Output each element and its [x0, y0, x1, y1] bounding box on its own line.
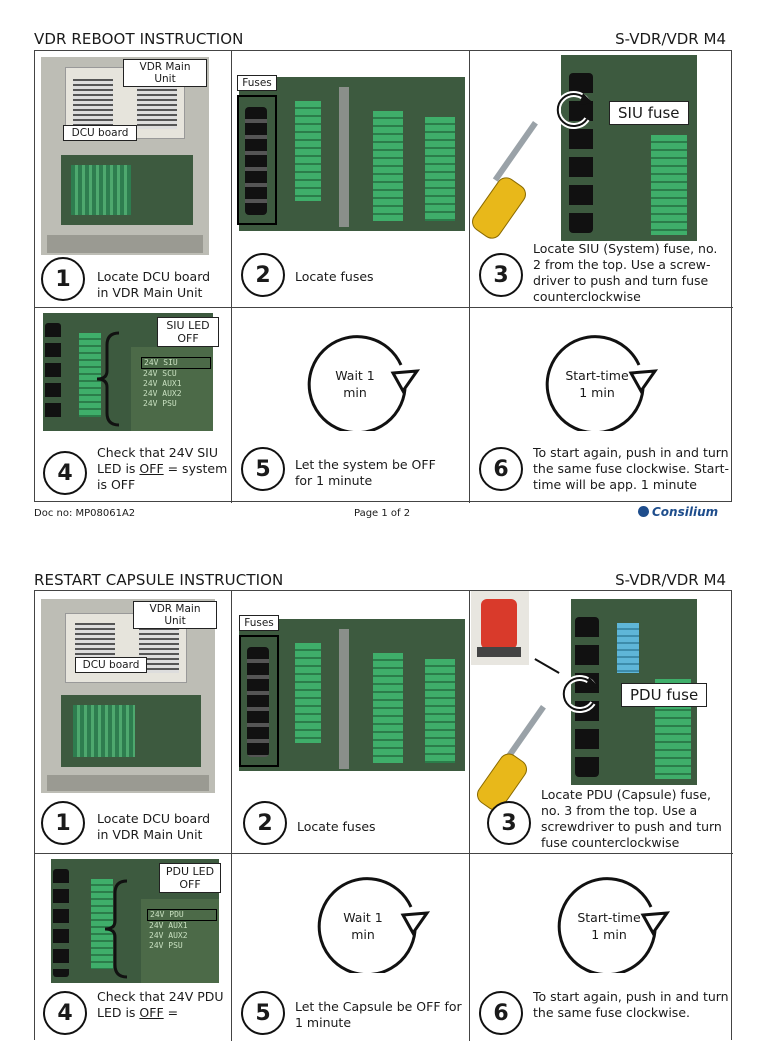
siu-led-callout: SIU LED OFF: [157, 317, 219, 347]
step-6-text-2: To start again, push in and turn the sam…: [533, 989, 729, 1020]
step-6-number: 6: [479, 447, 523, 491]
step-2-text: Locate fuses: [295, 269, 374, 284]
dcu-board-callout: DCU board: [63, 125, 137, 141]
screwdriver-icon: [468, 111, 581, 243]
doc-number: Doc no: MP08061A2: [34, 508, 136, 519]
counterclockwise-arrow-icon: [554, 91, 593, 129]
step-2-text-2: Locate fuses: [297, 819, 376, 834]
led-label-aux1: 24V AUX1: [143, 379, 182, 388]
sheet2-model: S-VDR/VDR M4: [615, 571, 726, 589]
step-6-number-2: 6: [479, 991, 523, 1035]
bracket-icon: [96, 331, 120, 427]
wait-timer-icon: [307, 335, 421, 431]
step-1-text: Locate DCU board in VDR Main Unit: [97, 269, 211, 300]
led-label-siu: 24V SIU: [141, 357, 211, 369]
wait-timer-label-2: Wait 1 min: [343, 910, 383, 942]
fuses-callout-2: Fuses: [239, 615, 279, 631]
pdu-led-callout: PDU LED OFF: [159, 863, 221, 893]
step-6-text: To start again, push in and turn the sam…: [533, 445, 729, 492]
sheet1-model: S-VDR/VDR M4: [615, 30, 726, 48]
counterclockwise-arrow-icon-2: [560, 675, 599, 713]
start-timer-icon: [545, 335, 659, 431]
start-timer-icon-2: [557, 877, 671, 973]
step-3-number-2: 3: [487, 801, 531, 845]
led-label-psu-2: 24V PSU: [149, 941, 183, 950]
step-5-number: 5: [241, 447, 285, 491]
step-1-number: 1: [41, 257, 85, 301]
led-list-2: 24V PDU 24V AUX1 24V AUX2 24V PSU: [147, 909, 217, 951]
sheet2-grid: VDR Main Unit DCU board 1 Locate DCU boa…: [34, 590, 733, 1041]
step-4-number-2: 4: [43, 991, 87, 1035]
fuses-callout: Fuses: [237, 75, 277, 91]
vdr-main-unit-callout-2: VDR Main Unit: [133, 601, 217, 629]
consilium-logo: Consilium: [638, 505, 718, 519]
fuse-highlight-box-2: [239, 635, 279, 767]
fuse-board-photo-2: [239, 619, 465, 771]
led-label-aux2-2: 24V AUX2: [149, 931, 188, 940]
step-4-number: 4: [43, 451, 87, 495]
led-label-scu: 24V SCU: [143, 369, 177, 378]
start-timer-label-2: Start-time 1 min: [577, 910, 641, 942]
led-list: 24V SIU 24V SCU 24V AUX1 24V AUX2 24V PS…: [141, 357, 211, 409]
sheet1-grid: VDR Main Unit DCU board 1 Locate DCU boa…: [34, 50, 733, 503]
pdu-fuse-callout: PDU fuse: [621, 683, 708, 707]
page-number: Page 1 of 2: [354, 508, 411, 519]
capsule-photo: [471, 591, 529, 665]
fuse-highlight-box: [237, 95, 277, 225]
step-1-text-2: Locate DCU board in VDR Main Unit: [97, 811, 211, 842]
step-3-number: 3: [479, 253, 523, 297]
led-label-aux2: 24V AUX2: [143, 389, 182, 398]
consilium-logo-icon: [638, 506, 649, 517]
siu-fuse-callout: SIU fuse: [609, 101, 689, 125]
siu-fuse-photo: [561, 55, 697, 241]
vdr-main-unit-callout: VDR Main Unit: [123, 59, 207, 87]
sheet1-title: VDR REBOOT INSTRUCTION: [34, 30, 244, 48]
led-label-psu: 24V PSU: [143, 399, 177, 408]
step-2-number-2: 2: [243, 801, 287, 845]
step-2-number: 2: [241, 253, 285, 297]
step-5-text: Let the system be OFF for 1 minute: [295, 457, 436, 488]
dcu-board-callout-2: DCU board: [75, 657, 147, 673]
led-label-aux1-2: 24V AUX1: [149, 921, 188, 930]
start-timer-label: Start-time 1 min: [565, 368, 629, 400]
step-5-number-2: 5: [241, 991, 285, 1035]
step-3-text: Locate SIU (System) fuse, no. 2 from the…: [533, 241, 718, 304]
led-label-pdu: 24V PDU: [147, 909, 217, 921]
step-4-text-2: Check that 24V PDU LED is OFF =: [97, 989, 224, 1020]
sheet2-title: RESTART CAPSULE INSTRUCTION: [34, 571, 284, 589]
step-3-text-2: Locate PDU (Capsule) fuse, no. 3 from th…: [541, 787, 722, 850]
bracket-icon-2: [104, 879, 128, 979]
step-1-number-2: 1: [41, 801, 85, 845]
wait-timer-icon-2: [317, 877, 431, 973]
step-4-text: Check that 24V SIU LED is OFF = system i…: [97, 445, 228, 492]
wait-timer-label: Wait 1 min: [335, 368, 375, 400]
step-5-text-2: Let the Capsule be OFF for 1 minute: [295, 999, 462, 1030]
